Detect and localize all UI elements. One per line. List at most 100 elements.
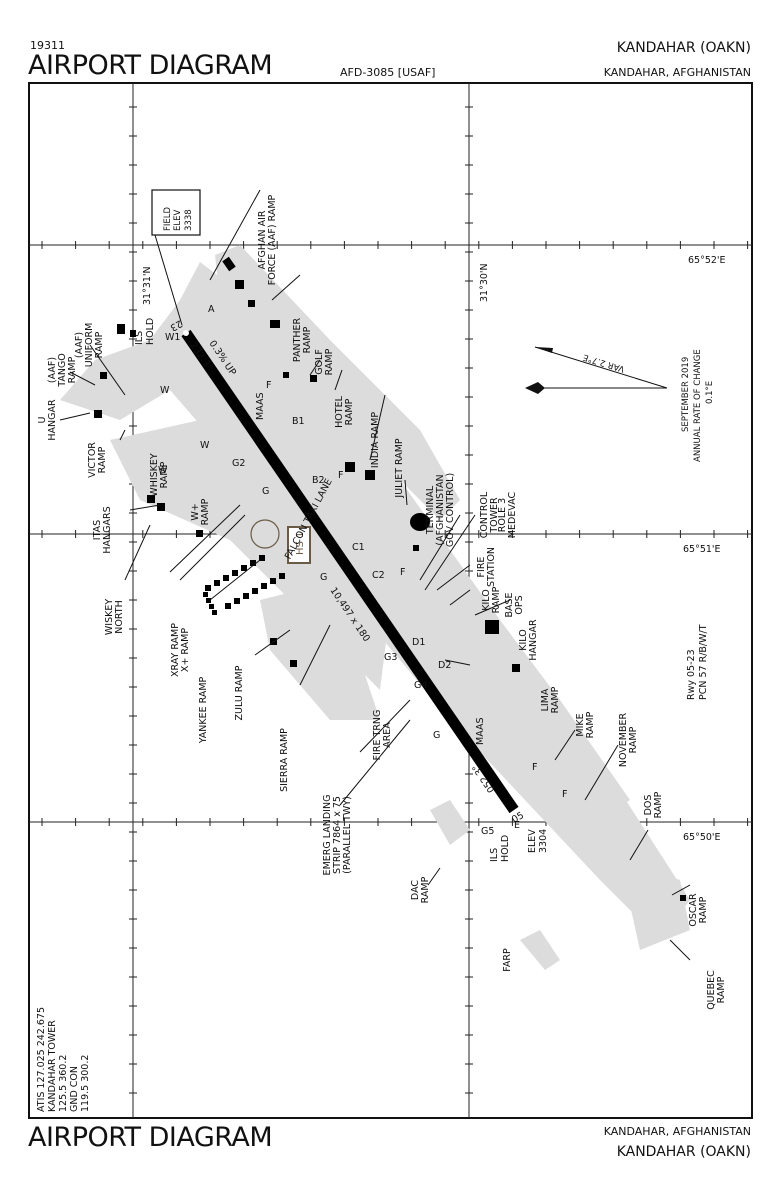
ramp-label-kilo-hangar: HANGAR xyxy=(528,619,539,661)
ramp-label-hotel: HOTEL xyxy=(334,395,345,427)
ramp-label-xray: X+ RAMP xyxy=(180,628,191,672)
taxiway-label: G4 xyxy=(414,680,427,691)
airport-location: KANDAHAR, AFGHANISTAN xyxy=(603,66,751,79)
taxiway-label: G3 xyxy=(384,652,397,663)
leader-line xyxy=(119,429,126,441)
ramp-label-terminal: TERMINAL xyxy=(425,485,436,535)
ramp-label-terminal: (AFGHANISTAN xyxy=(435,474,446,545)
taxiway-label: F xyxy=(532,762,537,773)
hangar-block xyxy=(241,565,247,571)
leader-line xyxy=(309,359,321,376)
ramp-label-quebec: QUEBEC xyxy=(706,970,717,1010)
runway-pcn-line1: Rwy 05-23 xyxy=(686,649,697,700)
lat-label-mid: 31°30'N xyxy=(479,263,490,302)
ramp-label-emerg: EMERG LANDING xyxy=(322,795,333,876)
ramp-label-uniform: (AAF) xyxy=(74,332,85,358)
ramp-label-u-hangar: HANGAR xyxy=(47,399,58,441)
ramp-label-role3: ROLE 3 xyxy=(497,498,508,532)
ramp-label-aaf: FORCE (AAF) RAMP xyxy=(267,194,278,285)
taxiway-label: W1 xyxy=(165,332,180,343)
field-elev-value: 3338 xyxy=(184,209,194,231)
taxiway-label: G xyxy=(433,730,440,741)
runway-05-23 xyxy=(181,329,519,814)
ramp-label-whiskey: RAMP xyxy=(159,461,170,488)
leader-line xyxy=(129,504,161,511)
hangar-block xyxy=(205,585,211,591)
hangar-block xyxy=(270,578,276,584)
ramp-label-role3: MEDEVAC xyxy=(507,491,518,538)
field-elev-line1: FIELD xyxy=(163,206,173,231)
leader-line xyxy=(584,744,619,801)
leader-line xyxy=(254,629,291,656)
taxiway-label: D1 xyxy=(412,637,425,648)
ramp-label-november: RAMP xyxy=(628,726,639,753)
ramp-label-golf: RAMP xyxy=(324,348,335,375)
taxiway-label: F xyxy=(562,789,567,800)
leader-line xyxy=(424,514,476,591)
hangar-block xyxy=(279,573,285,579)
ramp-label-whiskey: WHISKEY xyxy=(149,453,160,497)
ramp-label-dos: RAMP xyxy=(653,791,664,818)
ramp-label-fire-trng: AREA xyxy=(382,722,393,748)
taxiway-label: B2 xyxy=(312,475,325,486)
taxiway-label: G5 xyxy=(481,826,494,837)
leader-line xyxy=(671,884,691,896)
frequency-line: 119.5 300.2 xyxy=(80,1055,91,1112)
ramp-label-oscar: RAMP xyxy=(698,896,709,923)
ramp-label-tango: (AAF) xyxy=(47,357,58,383)
ramp-label-lima: LIMA xyxy=(540,688,551,711)
hangar-block xyxy=(252,588,258,594)
frequency-line: ATIS 127.025 242.675 xyxy=(36,1007,47,1112)
ramp-label-control-tower: CONTROL xyxy=(479,491,490,538)
leader-line xyxy=(169,504,241,573)
hot-spot-label: HS 1 xyxy=(295,532,306,555)
field-elev-leader xyxy=(154,234,183,326)
frequency-line: 125.5 360.2 xyxy=(58,1055,69,1112)
leader-line xyxy=(334,369,343,391)
ramp-label-kilo-ramp: KILO xyxy=(481,589,492,610)
ramp-label-fire-station: STATION xyxy=(486,547,497,587)
leader-line xyxy=(339,719,411,806)
ramp-label-xray: XRAY RAMP xyxy=(170,623,181,677)
frequency-line: GND CON xyxy=(69,1066,80,1112)
taxiway-label: B1 xyxy=(292,416,305,427)
pavement-southeast-apron xyxy=(430,570,630,820)
leader-line xyxy=(427,867,441,886)
leader-line xyxy=(59,412,91,421)
taxiway-label: A xyxy=(208,304,215,315)
ramp-label-base-ops: OPS xyxy=(514,595,525,614)
ramp-label-mike: MIKE xyxy=(575,713,586,736)
hangar-block xyxy=(234,598,240,604)
hot-spot-box xyxy=(287,526,311,564)
field-elevation-box xyxy=(151,189,201,236)
ramp-label-farp: FARP xyxy=(502,948,513,972)
hangar-block xyxy=(223,575,229,581)
ils-hold-north-line1: ILS xyxy=(134,331,145,345)
ramp-label-fire-trng: FIRE TRNG xyxy=(372,710,383,761)
ramp-label-uniform: RAMP xyxy=(94,331,105,358)
lon-label-50: 65°50'E xyxy=(683,832,721,843)
var-line xyxy=(534,346,668,389)
ramp-label-emerg: STRIP 7864 x 75 xyxy=(332,796,343,874)
hangar-block xyxy=(212,610,217,615)
ils-hold-north-line2: HOLD xyxy=(145,318,156,345)
ramp-label-aaf: AFGHAN AIR xyxy=(257,210,268,269)
hangar-block xyxy=(209,604,214,609)
ramp-label-itas: ITAS xyxy=(92,520,103,540)
ramp-label-victor: VICTOR xyxy=(87,442,98,478)
ramp-label-tango: TANGO xyxy=(57,353,68,388)
taxiway-label: W xyxy=(200,440,210,451)
ramp-label-uniform: UNIFORM xyxy=(84,323,95,368)
leader-line xyxy=(404,479,408,506)
map-frame xyxy=(28,82,753,1119)
ramp-label-yankee: YANKEE RAMP xyxy=(198,676,209,744)
leader-line xyxy=(436,564,471,591)
ramp-label-kilo-hangar: KILO xyxy=(518,629,529,650)
ramp-label-control-tower: TOWER xyxy=(489,497,500,534)
var-label: VAR 2.7°E xyxy=(582,352,626,374)
hangar-block xyxy=(203,592,208,597)
lon-label-52: 65°52'E xyxy=(688,255,726,266)
ramp-label-dac: RAMP xyxy=(420,876,431,903)
